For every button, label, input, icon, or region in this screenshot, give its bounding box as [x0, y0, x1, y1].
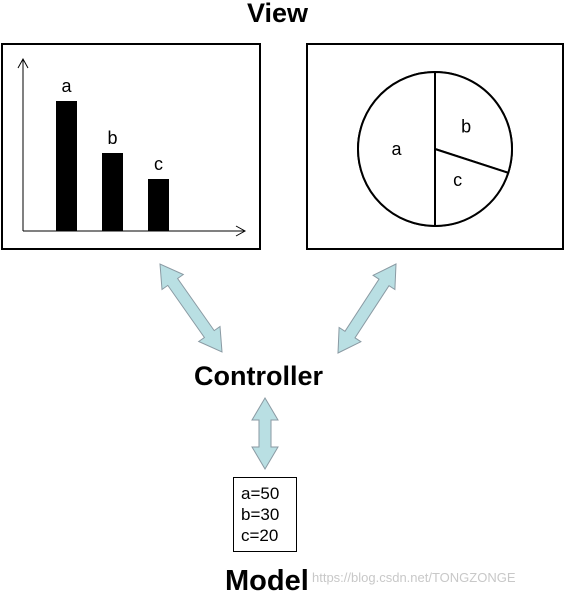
model-title: Model	[225, 565, 309, 597]
arrow-bar-view-controller	[159, 263, 223, 353]
pie-chart-panel: b c a	[306, 43, 564, 250]
x-axis-arrowhead	[235, 225, 247, 237]
bar-chart: a b c	[17, 57, 247, 237]
pie-label-b: b	[461, 116, 471, 136]
pie-slice-c	[434, 147, 510, 228]
pie-slice-b	[434, 70, 513, 175]
model-value-b: b=30	[241, 505, 280, 524]
arrow-controller-model	[251, 397, 279, 470]
pie-slice-a	[357, 70, 436, 228]
model-value-a: a=50	[241, 484, 280, 503]
bar-label-c: c	[154, 154, 163, 174]
model-value-c: c=20	[241, 526, 279, 545]
bar-a	[56, 101, 77, 231]
bar-b	[102, 153, 123, 231]
view-title: View	[247, 0, 309, 28]
controller-label: Controller	[194, 361, 324, 391]
pie-chart: b c a	[357, 70, 513, 228]
pie-label-c: c	[453, 170, 462, 190]
pie-label-a: a	[391, 139, 402, 159]
model-data-box: a=50 b=30 c=20	[233, 477, 297, 552]
bar-chart-panel: a b c	[1, 43, 261, 250]
bar-label-a: a	[61, 76, 72, 96]
arrow-pie-view-controller	[337, 263, 397, 354]
bar-c	[148, 179, 169, 231]
y-axis-arrowhead	[17, 57, 29, 69]
watermark: https://blog.csdn.net/TONGZONGE	[312, 570, 516, 585]
bar-label-b: b	[107, 128, 117, 148]
